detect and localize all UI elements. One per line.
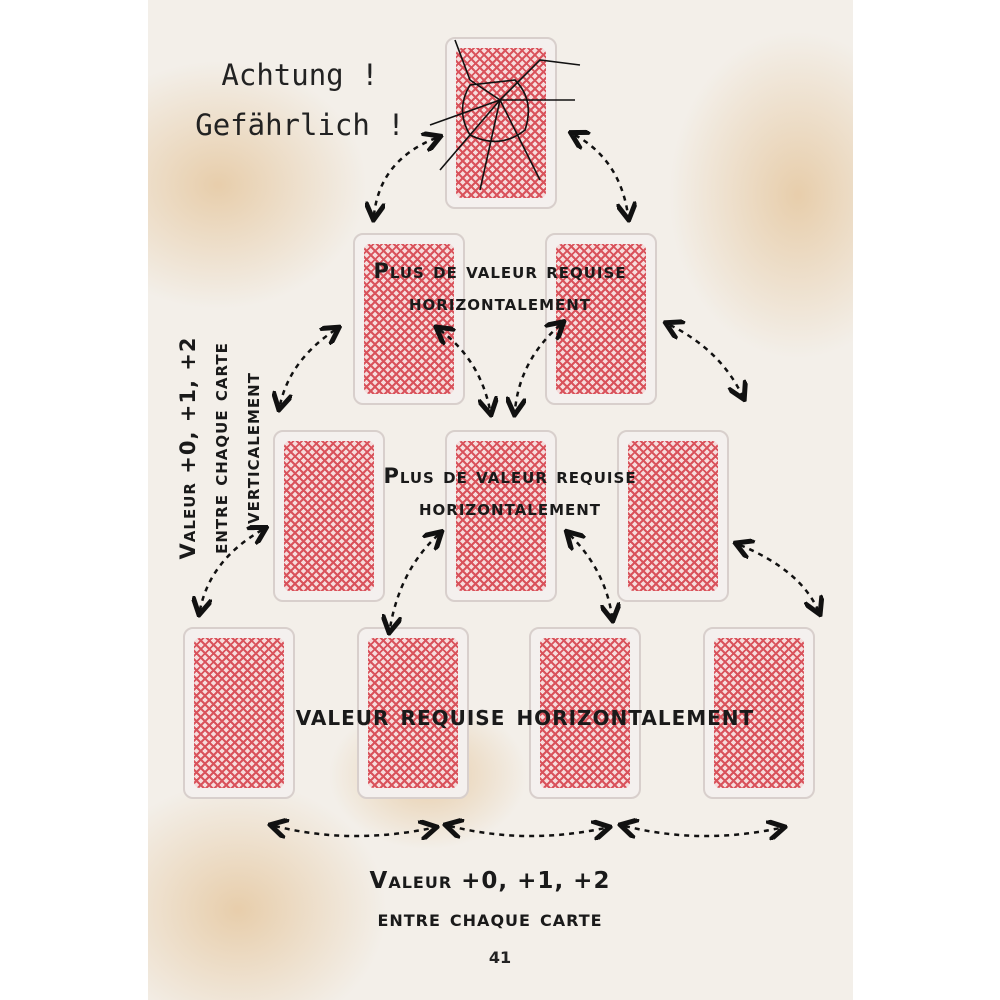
dashed-arrows (200, 135, 818, 836)
vertical-label-line1: Valeur +0, +1, +2 (176, 336, 200, 560)
card (353, 233, 465, 405)
row3-label: Plus de valeur requise horizontalement (340, 460, 680, 524)
card-top-broken (445, 37, 557, 209)
vertical-label: Valeur +0, +1, +2 entre chaque carte ver… (172, 298, 268, 598)
bottom-label-line2: entre chaque carte (377, 906, 603, 932)
card (183, 627, 295, 799)
row4-label: valeur requise horizontalement (295, 698, 755, 732)
vertical-label-line2: entre chaque carte (208, 342, 232, 554)
card (357, 627, 469, 799)
card (617, 430, 729, 602)
card (445, 430, 557, 602)
title-line1: Achtung ! (221, 58, 379, 92)
warning-title: Achtung ! Gefährlich ! (170, 50, 430, 150)
card (273, 430, 385, 602)
row2-label-line2: horizontalement (408, 291, 592, 315)
row3-label-line2: horizontalement (418, 496, 602, 520)
row2-label-line1: Plus de valeur requise (373, 259, 627, 283)
bottom-label: Valeur +0, +1, +2 entre chaque carte (340, 862, 640, 938)
bottom-label-line1: Valeur +0, +1, +2 (369, 868, 611, 894)
row2-label: Plus de valeur requise horizontalement (330, 255, 670, 319)
page-number: 41 (488, 948, 512, 967)
row3-label-line1: Plus de valeur requise (383, 464, 637, 488)
card (529, 627, 641, 799)
vertical-label-line3: verticalement (240, 372, 264, 524)
crack-icon (429, 39, 581, 191)
card (703, 627, 815, 799)
